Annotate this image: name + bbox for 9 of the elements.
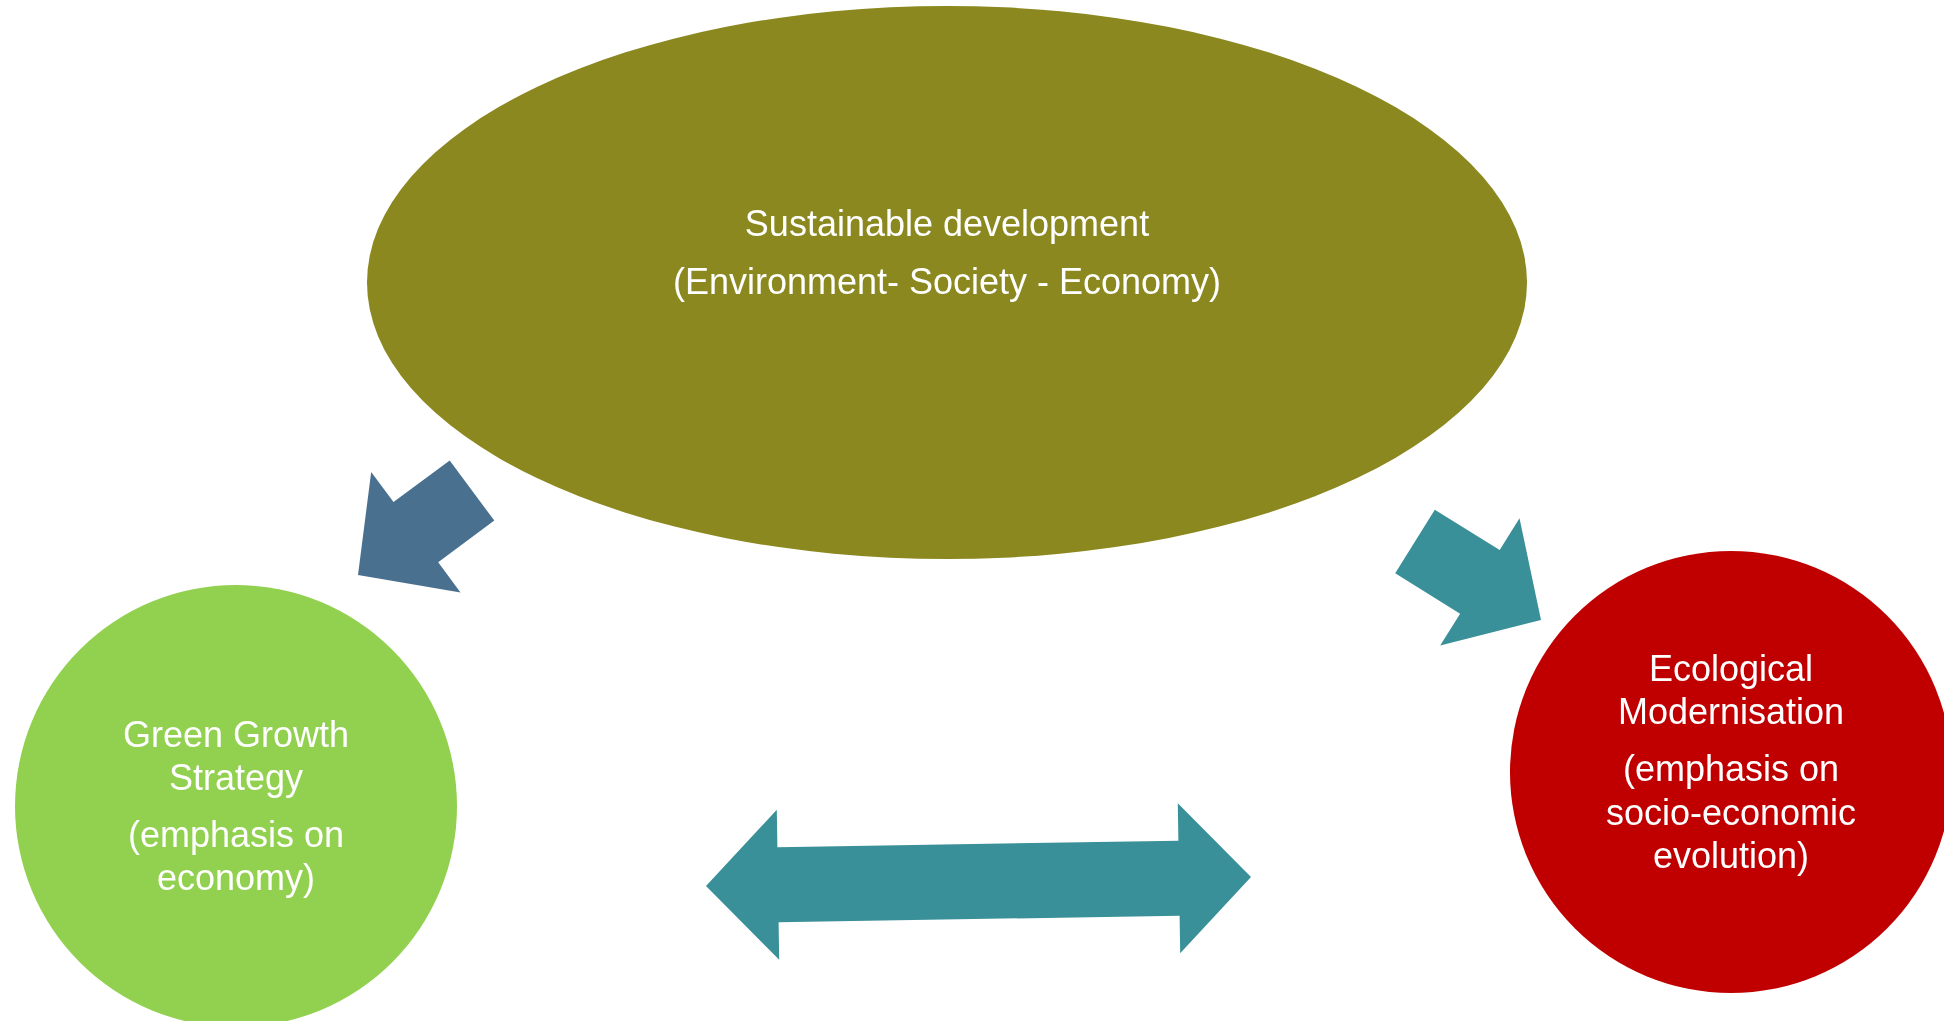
node-subtitle: (emphasis on socio-economic evolution)	[1604, 747, 1858, 877]
node-title: Sustainable development	[744, 202, 1150, 246]
block-arrow	[706, 803, 1251, 960]
node-title: Green Growth Strategy	[121, 712, 351, 799]
node-subtitle: (Environment- Society - Economy)	[672, 259, 1222, 303]
block-arrow	[1395, 509, 1541, 646]
node-title: Ecological Modernisation	[1616, 647, 1846, 734]
node-subtitle: (emphasis on economy)	[126, 813, 346, 900]
block-arrow	[358, 460, 495, 593]
